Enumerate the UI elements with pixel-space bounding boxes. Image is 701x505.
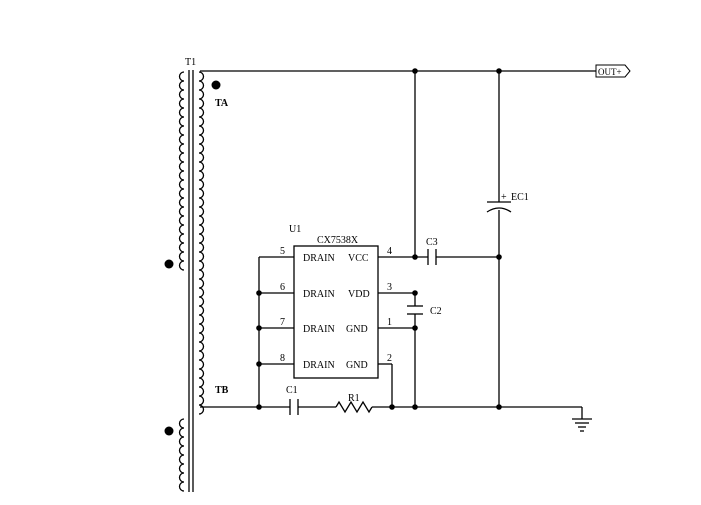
r1-label: R1 xyxy=(348,393,360,404)
port-outline xyxy=(595,64,631,78)
junction-dot xyxy=(412,290,418,296)
capacitor-plate-negative xyxy=(486,207,512,213)
pin-number: 8 xyxy=(280,353,285,364)
ec1-label: EC1 xyxy=(511,192,529,203)
junctions xyxy=(256,68,502,410)
capacitor-c3: C3 xyxy=(426,237,438,265)
phase-dot-left-upper xyxy=(164,259,174,269)
pin-number: 3 xyxy=(387,282,392,293)
transformer-ref-label: T1 xyxy=(185,57,196,68)
wires xyxy=(200,70,596,419)
junction-dot xyxy=(412,404,418,410)
ic-ref-label: U1 xyxy=(289,224,301,235)
ic-body xyxy=(293,245,379,379)
junction-dot xyxy=(496,254,502,260)
c3-label: C3 xyxy=(426,237,438,248)
phase-dot-ta xyxy=(211,80,221,90)
pin-number: 5 xyxy=(280,246,285,257)
pin-name: DRAIN xyxy=(303,360,335,371)
c2-label: C2 xyxy=(430,306,442,317)
junction-dot xyxy=(256,290,262,296)
capacitor-c1: C1 xyxy=(286,385,299,415)
pin-name: GND xyxy=(346,360,368,371)
pin-number: 1 xyxy=(387,317,392,328)
pin-name: DRAIN xyxy=(303,289,335,300)
ec1-polarity-mark: + xyxy=(501,192,507,203)
pin-number: 2 xyxy=(387,353,392,364)
port-label: OUT+ xyxy=(598,67,622,77)
pin-number: 7 xyxy=(280,317,285,328)
junction-dot xyxy=(496,404,502,410)
pin-name: DRAIN xyxy=(303,253,335,264)
output-port: OUT+ xyxy=(595,64,631,78)
junction-dot xyxy=(412,68,418,74)
tap-ta-label: TA xyxy=(215,98,229,109)
junction-dot xyxy=(389,404,395,410)
capacitor-ec1: + EC1 xyxy=(486,192,529,213)
pin-name: VCC xyxy=(348,253,369,264)
tap-tb-label: TB xyxy=(215,385,229,396)
c1-label: C1 xyxy=(286,385,298,396)
junction-dot xyxy=(256,361,262,367)
junction-dot xyxy=(256,325,262,331)
resistor-r1: R1 xyxy=(335,393,373,414)
junction-dot xyxy=(256,404,262,410)
phase-dot-left-lower xyxy=(164,426,174,436)
pin-name: DRAIN xyxy=(303,324,335,335)
ground-symbol xyxy=(572,418,592,432)
pin-number: 6 xyxy=(280,282,285,293)
junction-dot xyxy=(412,254,418,260)
winding-right xyxy=(198,71,205,415)
pin-number: 4 xyxy=(387,246,392,257)
pin-name: VDD xyxy=(348,289,370,300)
capacitor-c2: C2 xyxy=(407,305,442,317)
junction-dot xyxy=(496,68,502,74)
winding-left-upper xyxy=(178,71,185,271)
ic-part-label: CX7538X xyxy=(317,235,359,246)
winding-left-lower xyxy=(178,418,185,492)
junction-dot xyxy=(412,325,418,331)
ic-u1: U1 CX7538X 5 6 7 8 DRAIN DRAIN DRAIN DRA… xyxy=(280,224,392,379)
transformer-t1: T1 TA TB xyxy=(164,57,229,492)
resistor-zigzag xyxy=(335,400,373,414)
pin-name: GND xyxy=(346,324,368,335)
